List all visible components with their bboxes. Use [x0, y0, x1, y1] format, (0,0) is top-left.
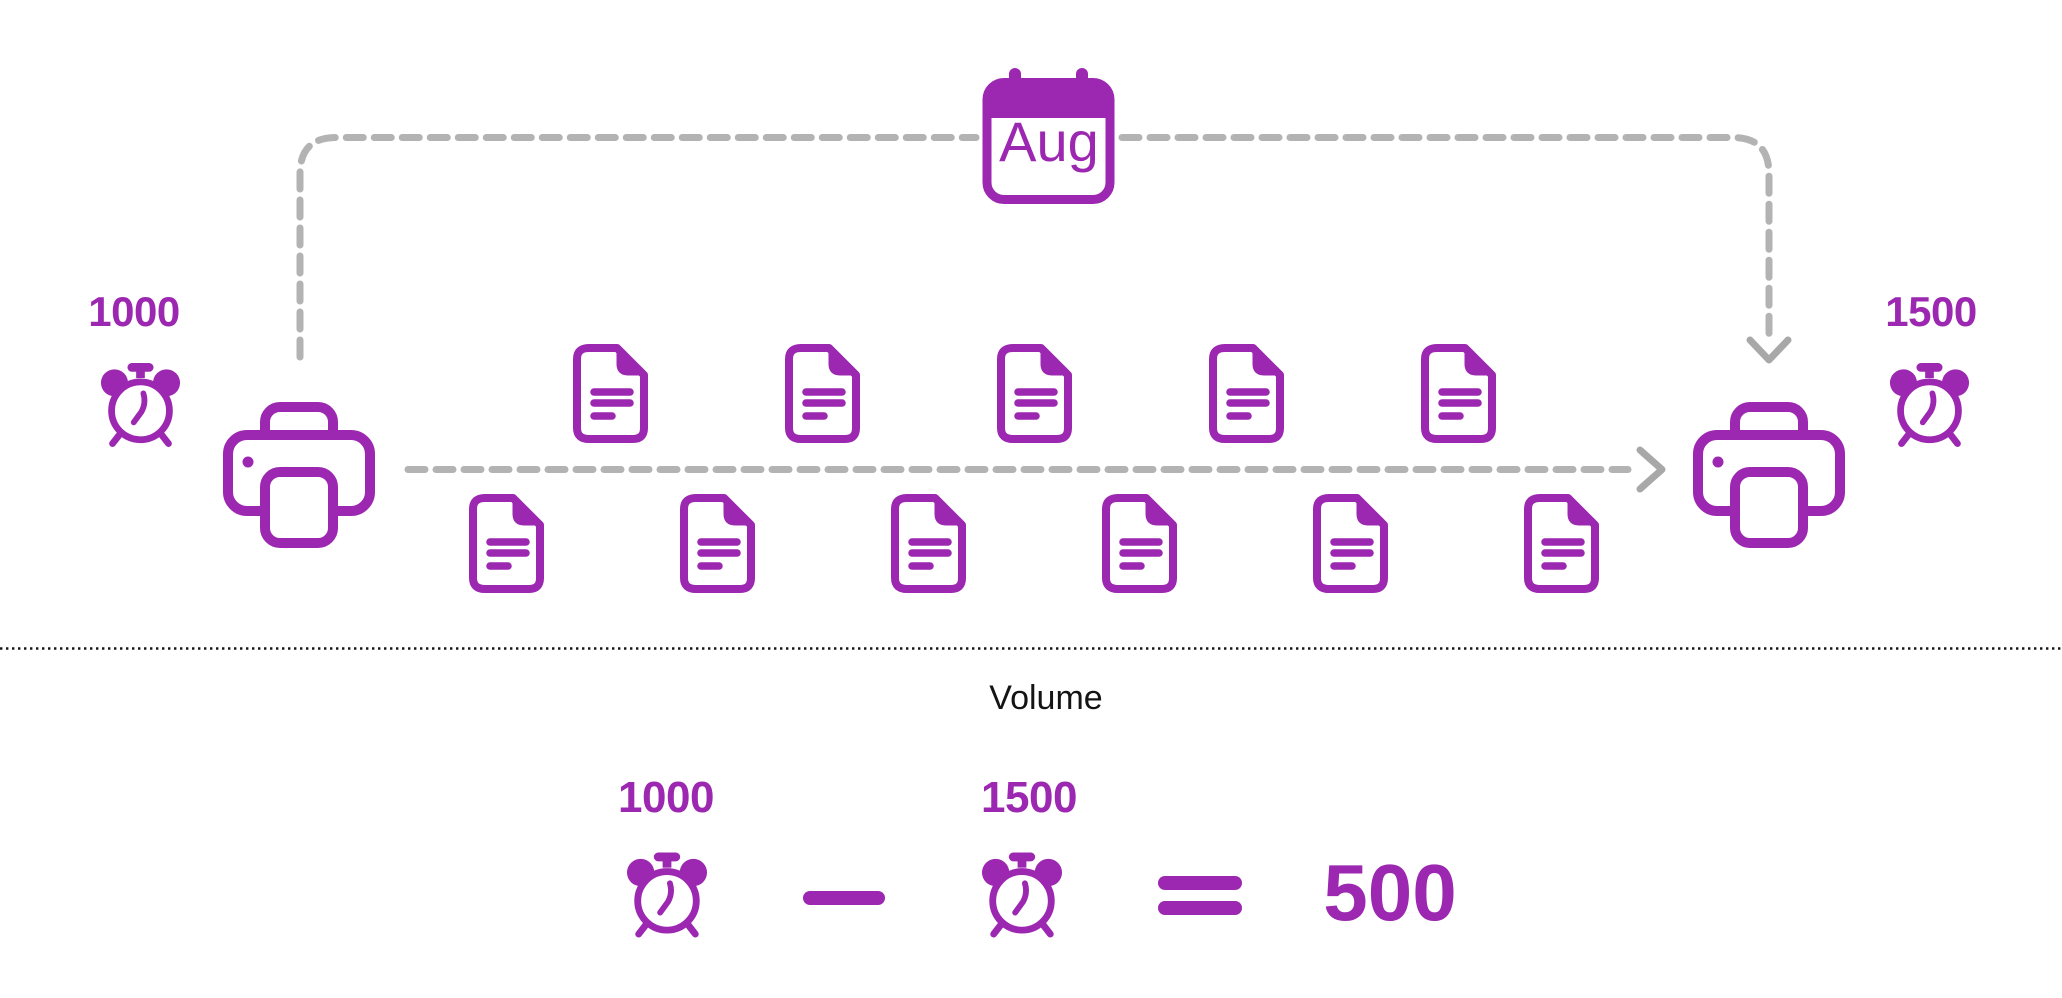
right-printer-icon [1693, 402, 1845, 548]
document-icon [1101, 493, 1178, 594]
equation-subtrahend-label: 1500 [981, 773, 1077, 822]
alarm-clock-icon [100, 362, 181, 448]
document-icon [468, 493, 545, 594]
document-icon [1523, 493, 1600, 594]
alarm-clock-icon [981, 851, 1063, 939]
equation-result: 500 [1323, 848, 1457, 937]
document-icon [572, 343, 649, 444]
document-icon [1420, 343, 1497, 444]
arrowhead-right-icon [1636, 446, 1666, 493]
document-icon [890, 493, 967, 594]
calendar-icon [982, 68, 1115, 204]
equation-minuend-label: 1000 [618, 773, 714, 822]
right-printer-count: 1500 [1885, 288, 1977, 335]
arrowhead-down-icon [1746, 336, 1792, 364]
document-icon [784, 343, 861, 444]
document-icon [1208, 343, 1285, 444]
section-label: Volume [989, 679, 1103, 717]
equals-operator-bottom [1158, 901, 1242, 915]
dashed-path-right [1118, 134, 1773, 340]
document-icon [679, 493, 756, 594]
document-icon [1312, 493, 1389, 594]
minus-operator [803, 891, 885, 905]
left-printer-count: 1000 [88, 288, 180, 335]
equals-operator-top [1158, 876, 1242, 890]
dashed-path-left [296, 134, 980, 361]
left-printer-icon [223, 402, 375, 548]
alarm-clock-icon [1889, 362, 1970, 448]
document-icon [996, 343, 1073, 444]
calendar-month-label: Aug [999, 110, 1099, 173]
alarm-clock-icon [626, 851, 708, 939]
